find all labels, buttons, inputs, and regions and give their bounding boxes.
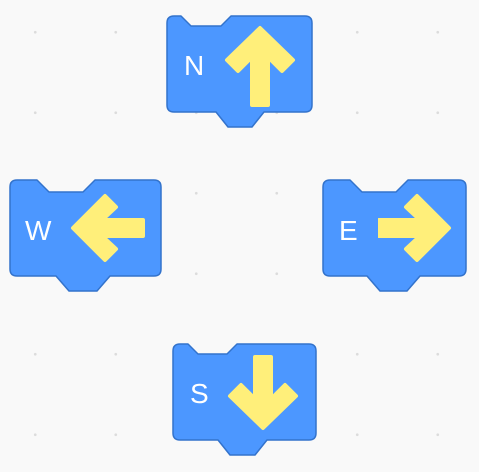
block-label-w: W [25,215,52,246]
block-label-s: S [190,378,209,409]
block-label-n: N [184,50,205,81]
arrow-right-icon [378,194,451,262]
block-label-e: E [339,215,358,246]
move-west-block[interactable]: W [9,179,162,294]
move-east-block[interactable]: E [322,179,467,294]
move-south-block[interactable]: S [172,343,317,456]
arrow-up-icon [225,26,295,107]
arrow-left-icon [71,194,145,262]
move-north-block[interactable]: N [166,15,313,128]
arrow-down-icon [228,355,298,430]
